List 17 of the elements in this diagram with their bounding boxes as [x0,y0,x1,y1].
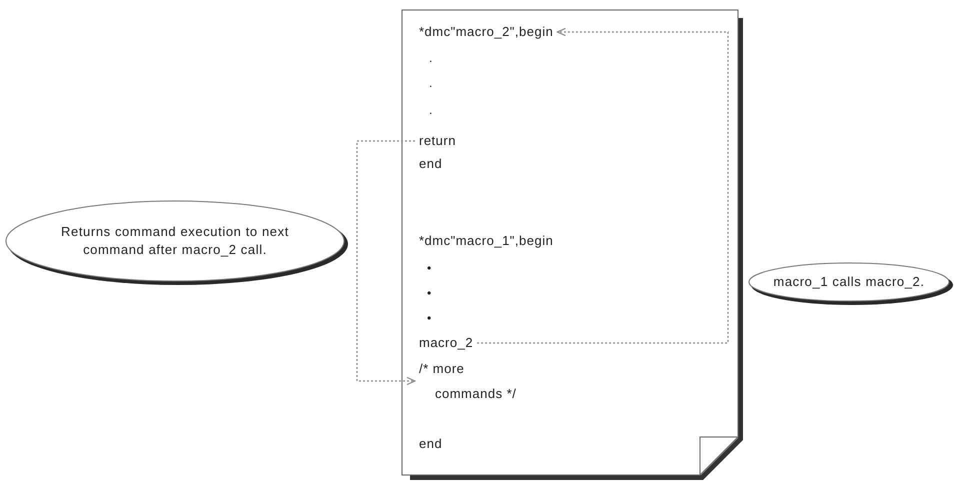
ellipsis-mark: . [429,102,433,118]
code-line: macro_2 [419,335,474,351]
code-line: *dmc"macro_1",begin [419,233,554,249]
callout-text: Returns command execution to next command after macro_2 call. [60,223,290,259]
ellipsis-mark: . [429,75,433,91]
code-line: return [419,133,456,149]
code-line: /* more commands */ [419,356,527,406]
ellipsis-mark: • [427,285,432,301]
ellipsis-mark: . [429,50,433,66]
dotted-arrow [356,140,416,386]
dotted-arrow [477,28,729,344]
code-line: end [419,436,442,452]
code-line: *dmc"macro_2",begin [419,24,554,40]
callout-text: macro_1 calls macro_2. [773,273,925,291]
code-line: end [419,156,442,172]
ellipsis-mark: • [427,260,432,276]
ellipsis-mark: • [427,310,432,326]
